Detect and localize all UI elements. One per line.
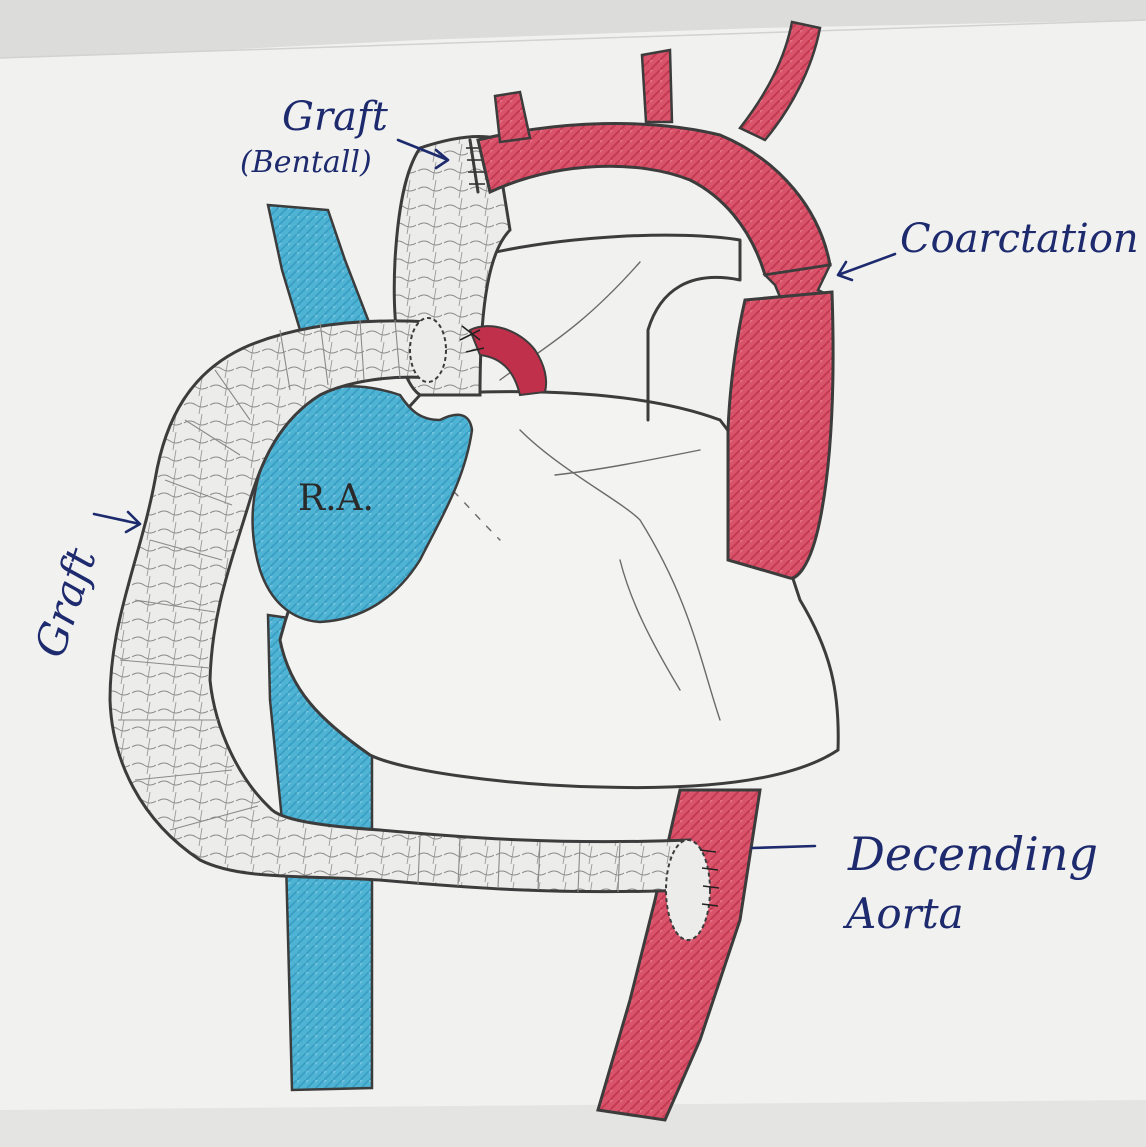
label-graft-bentall-line2: (Bentall) [240, 145, 372, 180]
label-descending-line2: Aorta [842, 889, 964, 938]
label-coarctation: Coarctation [900, 216, 1139, 262]
graft-proximal-anastomosis [410, 318, 446, 382]
left-carotid-branch [642, 50, 672, 122]
descending-thoracic-aorta [728, 292, 833, 578]
label-right-atrium: R.A. [298, 478, 374, 519]
graft-distal-anastomosis [666, 840, 710, 940]
label-graft-bentall-line1: Graft [282, 94, 389, 140]
label-descending-line1: Decending [847, 827, 1098, 881]
